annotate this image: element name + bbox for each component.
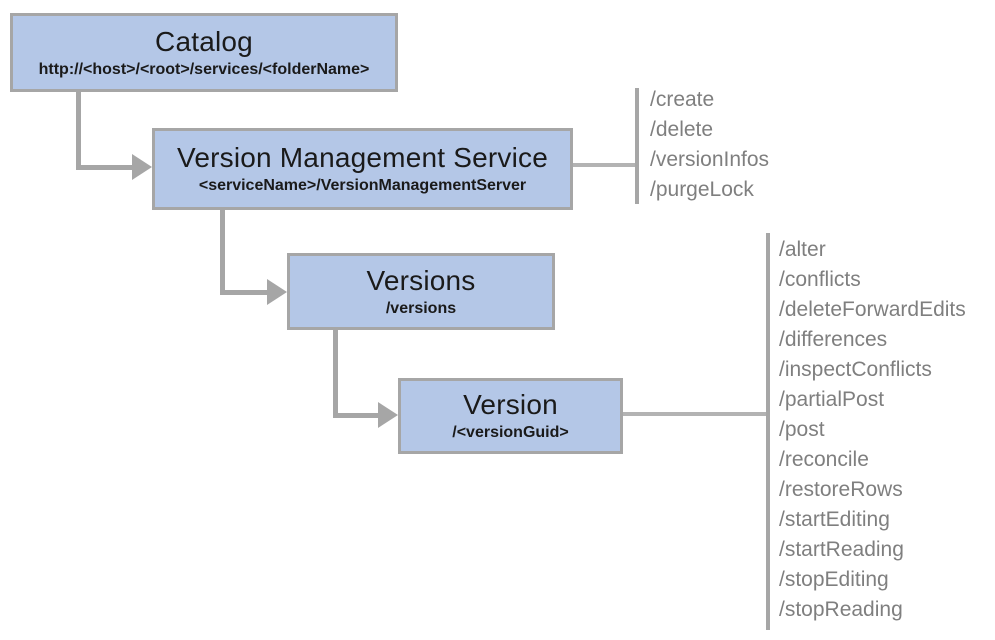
arrowhead-icon [267, 279, 287, 305]
node-version: Version /<versionGuid> [398, 378, 623, 454]
operation-item: /deleteForwardEdits [779, 298, 966, 321]
operation-item: /differences [779, 328, 888, 351]
version-operations-connector-line [623, 412, 766, 416]
node-version-url-pattern: /<versionGuid> [452, 424, 569, 442]
version-operations-list: /alter/conflicts/deleteForwardEdits/diff… [779, 235, 966, 625]
node-version-title: Version [463, 389, 558, 421]
node-versions-url-pattern: /versions [385, 299, 457, 317]
operation-item: /purgeLock [650, 178, 754, 201]
operation-item: /create [650, 88, 715, 111]
connector-catalog-vms-vertical [76, 92, 81, 170]
operation-item: /versionInfos [650, 148, 770, 171]
operation-item: /stopReading [779, 598, 903, 621]
node-catalog-url-pattern: http://<host>/<root>/services/<folderNam… [38, 60, 370, 78]
operation-item: /delete [650, 118, 714, 141]
connector-versions-version-vertical [333, 330, 338, 418]
node-vms-url-pattern: <serviceName>/VersionManagementServer [198, 177, 527, 195]
operation-item: /inspectConflicts [779, 358, 932, 381]
operation-item: /reconcile [779, 448, 869, 471]
operation-item: /partialPost [779, 388, 885, 411]
vms-operations-list: /create/delete/versionInfos/purgeLock [650, 85, 769, 205]
node-versions: Versions /versions [287, 253, 555, 330]
connector-catalog-vms-horizontal [76, 165, 132, 170]
connector-versions-version-horizontal [333, 413, 378, 418]
vms-operations-bracket-line [635, 88, 639, 204]
operation-item: /startReading [779, 538, 904, 561]
connector-vms-versions-horizontal [220, 290, 267, 295]
node-version-management-service: Version Management Service <serviceName>… [152, 128, 573, 210]
version-operations-bracket-line [766, 233, 770, 630]
arrowhead-icon [132, 154, 152, 180]
operation-item: /restoreRows [779, 478, 903, 501]
operation-item: /startEditing [779, 508, 890, 531]
arrowhead-icon [378, 402, 398, 428]
node-catalog: Catalog http://<host>/<root>/services/<f… [10, 13, 398, 92]
operation-item: /conflicts [779, 268, 861, 291]
operation-item: /stopEditing [779, 568, 889, 591]
node-catalog-title: Catalog [155, 25, 253, 57]
operation-item: /post [779, 418, 825, 441]
node-versions-title: Versions [366, 264, 476, 296]
node-vms-title: Version Management Service [177, 142, 548, 174]
operation-item: /alter [779, 238, 826, 261]
vms-operations-connector-line [573, 163, 635, 167]
connector-vms-versions-vertical [220, 210, 225, 295]
